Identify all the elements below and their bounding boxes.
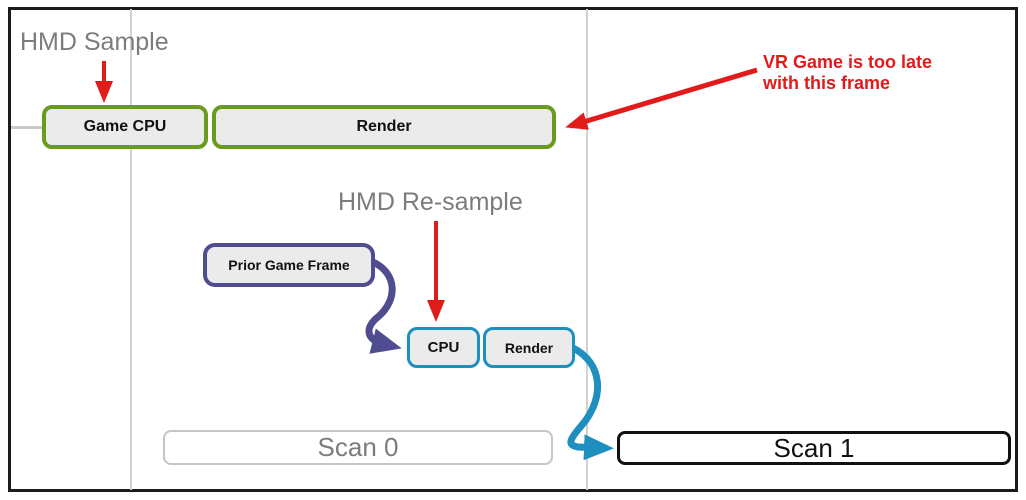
prior-game-frame-label: Prior Game Frame <box>228 257 350 273</box>
timeline-gridline-right <box>586 9 588 490</box>
scan1-label: Scan 1 <box>773 432 855 463</box>
hmd-sample-label: HMD Sample <box>20 28 169 56</box>
scan0-node: Scan 0 <box>163 430 553 465</box>
render-label: Render <box>356 118 412 135</box>
render-small-label: Render <box>504 339 554 356</box>
cpu-node: CPU <box>407 327 480 368</box>
render-node: Render <box>212 105 556 149</box>
game-cpu-label: Game CPU <box>83 118 167 135</box>
cpu-label: CPU <box>427 339 460 356</box>
scan0-label: Scan 0 <box>317 432 399 462</box>
annotation-late-frame-text: VR Game is too late with this frame <box>763 52 933 93</box>
game-cpu-node: Game CPU <box>42 105 208 149</box>
diagram-frame <box>8 7 1018 492</box>
render-to-scan1-arrow-icon <box>567 344 614 461</box>
prior-frame-to-cpu-arrow-icon <box>365 258 402 354</box>
prior-game-frame-node: Prior Game Frame <box>203 243 375 287</box>
timeline-gridline-left <box>130 9 132 490</box>
annotation-arrow-icon <box>565 67 758 130</box>
render-small-node: Render <box>483 327 575 368</box>
hmd-resample-label: HMD Re-sample <box>338 188 523 216</box>
scan1-node: Scan 1 <box>617 431 1011 465</box>
left-edge-connector-line <box>11 126 43 129</box>
